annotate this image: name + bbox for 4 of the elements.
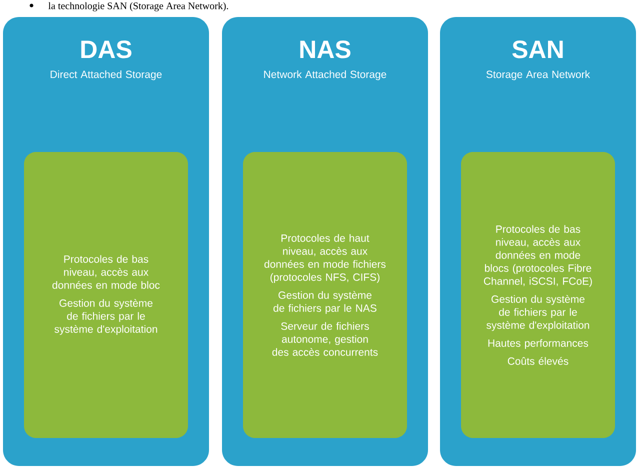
feature-box: Protocoles de bas niveau, accès aux données en mode bloc Gestion du système de fichiers par le système d'exploitation bbox=[24, 152, 188, 438]
feature-box: Protocoles de bas niveau, accès aux données en mode blocs (protocoles Fibre Channel, iSCSI, FCoE) Gestion du système de fichiers par le système d'exploitation Hautes performances Coûts élevés bbox=[461, 152, 615, 438]
feature-box: Protocoles de haut niveau, accès aux données en mode fichiers (protocoles NFS, CIFS) Gestion du système de fichiers par le NAS Serveur de fichiers autonome, gestion des accès concurrents bbox=[243, 152, 407, 438]
bullet-text: la technologie SAN (Storage Area Network). bbox=[48, 2, 228, 12]
